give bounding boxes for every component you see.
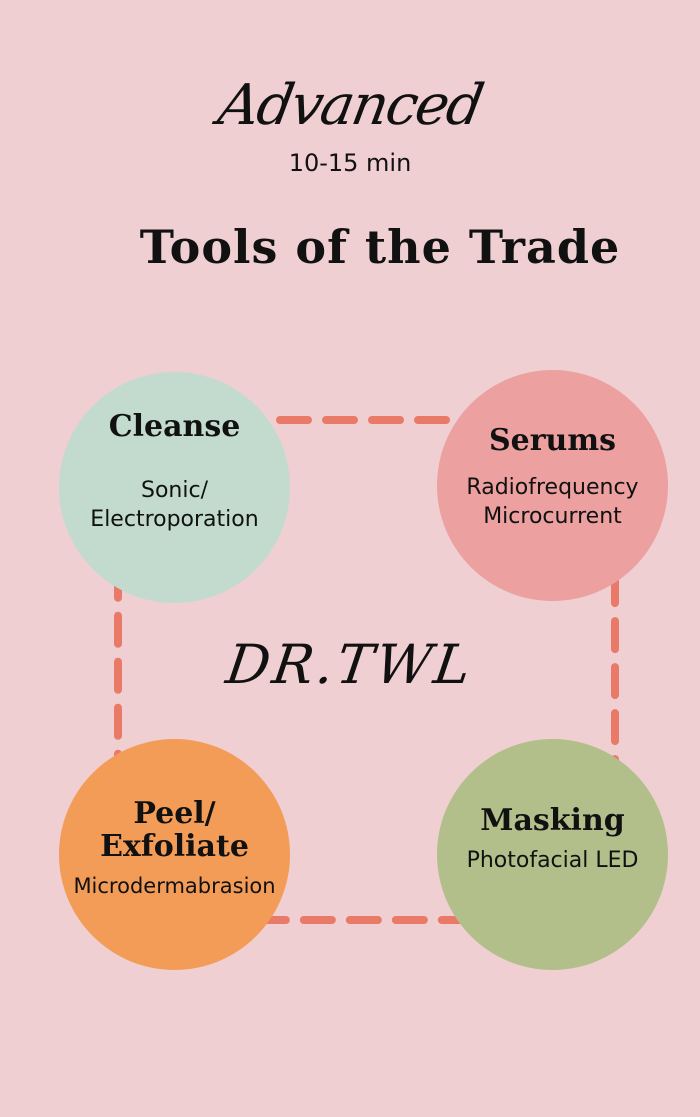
serums-title: Serums <box>488 423 616 458</box>
masking-title: Masking <box>480 803 625 838</box>
cleanse-circle: Cleanse Sonic/ Electroporation <box>59 372 290 603</box>
duration: 10-15 min <box>288 149 412 177</box>
masking-subtitle: Photofacial LED <box>466 848 639 873</box>
main-heading: Tools of the Trade <box>139 220 621 274</box>
peel-exfoliate-circle: Peel/ Exfoliate Microdermabrasion <box>59 739 290 970</box>
script-title: Advanced <box>213 73 487 138</box>
peel-exfoliate-subtitle: Microdermabrasion <box>73 874 276 898</box>
peel-exfoliate-title: Peel/ Exfoliate <box>100 796 249 864</box>
serums-subtitle: Radiofrequency Microcurrent <box>466 475 639 530</box>
cleanse-subtitle: Sonic/ Electroporation <box>90 478 259 533</box>
serums-circle: Serums Radiofrequency Microcurrent <box>437 370 668 601</box>
cleanse-title: Cleanse <box>108 409 241 444</box>
brand-logo: DR.TWL <box>222 633 478 696</box>
masking-circle: Masking Photofacial LED <box>437 739 668 970</box>
